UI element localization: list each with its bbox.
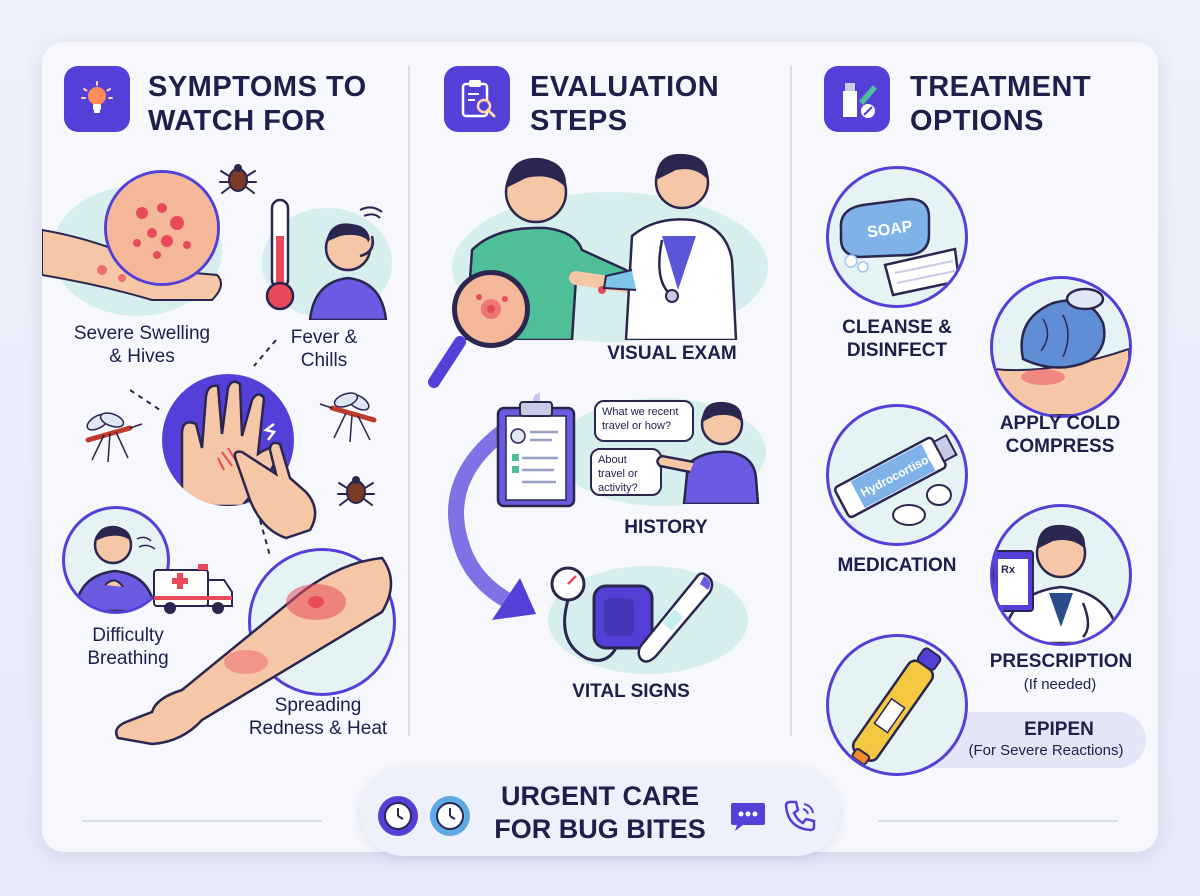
thermometer-icon <box>265 198 295 311</box>
patient-talking-icon <box>656 401 760 504</box>
treatment-title: TREATMENT OPTIONS <box>910 71 1092 137</box>
column-divider-2 <box>790 66 792 736</box>
connector-lines <box>130 339 277 557</box>
flow-arrow <box>448 391 540 620</box>
svg-text:Rx: Rx <box>1001 564 1016 576</box>
hives-zoom-circle <box>104 170 220 286</box>
speech-bubble-1: What we recent travel or how? <box>594 400 694 442</box>
footer-rule-right <box>878 820 1118 822</box>
sick-person-icon <box>308 206 388 320</box>
symptom-swelling-label: Severe Swelling & Hives <box>73 323 211 367</box>
prescription-circle: Rx <box>990 504 1132 646</box>
clipboard-search-icon <box>444 66 510 132</box>
lightbulb-icon <box>64 66 130 132</box>
ointment-tube-icon <box>824 66 890 132</box>
medication-circle: Hydrocortisone <box>826 404 968 546</box>
svg-text:SOAP: SOAP <box>866 218 914 241</box>
mosquito-icon <box>85 412 143 463</box>
treatment-prescription-note: (If needed) <box>1023 676 1097 693</box>
column-divider-1 <box>408 66 410 736</box>
clock-icon <box>430 796 470 836</box>
thermometer-icon <box>637 572 714 663</box>
step-visual-exam-label: VISUAL EXAM <box>607 343 737 364</box>
speech-bubble-2: About travel or activity? <box>590 448 662 496</box>
breathing-circle <box>62 506 170 614</box>
mosquito-icon <box>319 392 377 443</box>
scratching-hand-icon <box>233 441 317 540</box>
ambulance-icon <box>153 564 233 614</box>
symptoms-title: SYMPTOMS TO WATCH FOR <box>148 71 367 137</box>
red-arm-illustration <box>115 556 393 746</box>
cold-compress-circle <box>990 276 1132 418</box>
symptom-redness-label: Spreading Redness & Heat <box>248 695 388 739</box>
phone-icon <box>780 796 820 836</box>
step-history-label: HISTORY <box>624 517 708 538</box>
treatment-epipen-label: EPIPEN <box>1024 719 1094 740</box>
doctor-patient-illustration <box>464 153 738 340</box>
tick-icon <box>337 476 375 506</box>
epipen-circle <box>826 634 968 776</box>
step-vital-signs-label: VITAL SIGNS <box>572 681 690 702</box>
symptom-fever-label: Fever & Chills <box>290 327 358 371</box>
treatment-prescription-label: PRESCRIPTION <box>989 651 1133 672</box>
blood-pressure-cuff-icon <box>550 566 654 662</box>
treatment-medication-label: MEDICATION <box>837 555 957 576</box>
treatment-epipen-note: (For Severe Reactions) <box>968 742 1124 759</box>
chat-icon <box>728 796 768 836</box>
clock-icon <box>378 796 418 836</box>
cleanse-circle: SOAP <box>826 166 968 308</box>
clipboard-history-icon <box>496 401 576 508</box>
magnifier-lens <box>452 270 530 348</box>
magnifier-handle-icon <box>428 336 466 388</box>
footer-title: URGENT CARE FOR BUG BITES <box>494 781 706 844</box>
tick-icon <box>219 164 257 194</box>
treatment-cleanse-label: CLEANSE & DISINFECT <box>842 317 952 361</box>
treatment-cold-compress-label: APPLY COLD COMPRESS <box>999 413 1121 457</box>
footer-rule-left <box>82 820 322 822</box>
evaluation-title: EVALUATION STEPS <box>530 71 720 137</box>
symptom-breathing-label: Difficulty Breathing <box>87 625 169 669</box>
